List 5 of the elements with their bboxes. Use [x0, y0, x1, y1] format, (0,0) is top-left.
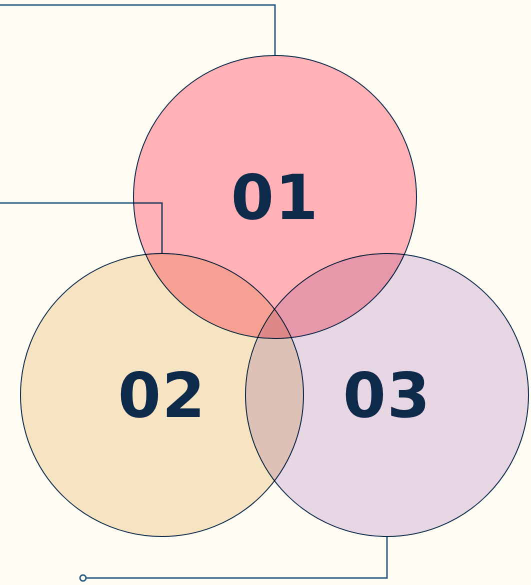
leader-line	[79, 537, 388, 582]
step-number: 03	[342, 358, 432, 432]
step-number: 01	[230, 160, 320, 234]
step-number: 02	[118, 358, 206, 432]
leader-line	[0, 4, 276, 55]
